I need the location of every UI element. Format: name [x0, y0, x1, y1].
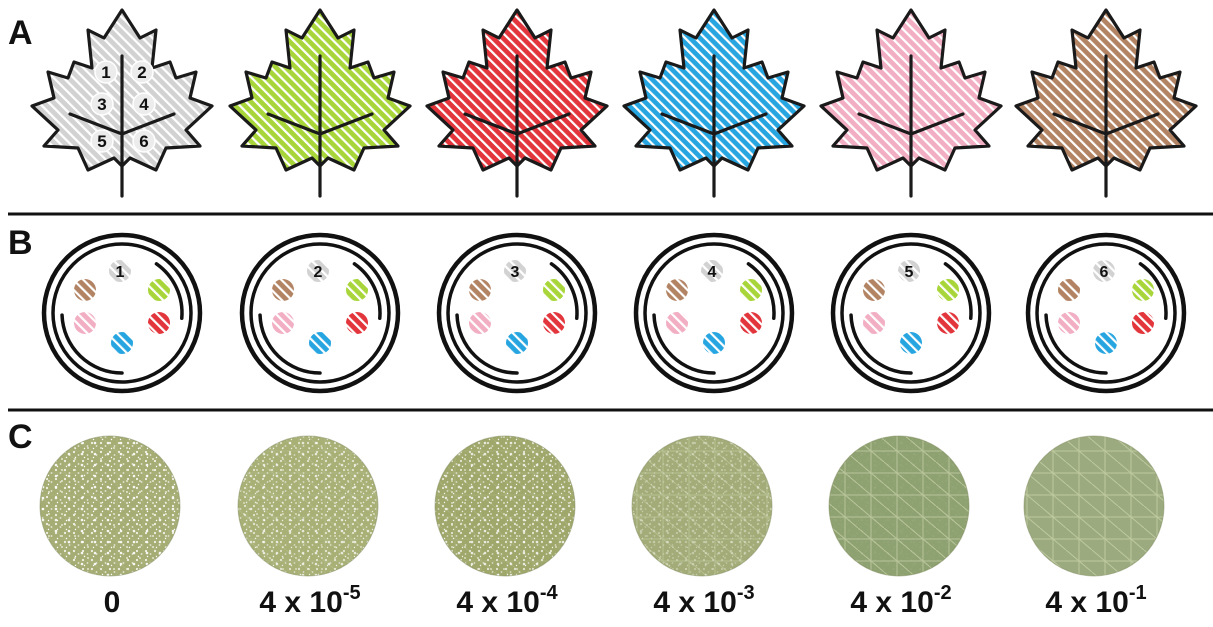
spore-coverage-dense: [829, 436, 969, 576]
leaf-disc-photo: [40, 436, 180, 576]
leaf-section-number: 1: [101, 63, 110, 82]
brown-leaf-disc: [666, 279, 688, 301]
leaf-disc-photo: [632, 436, 772, 576]
spore-coverage-dense: [435, 436, 575, 576]
green-leaf-disc: [543, 279, 565, 301]
leaf-disc-photo-row: [40, 436, 1164, 576]
concentration-exponent: -2: [934, 582, 952, 604]
red-leaf-disc: [740, 312, 762, 334]
concentration-exponent: -5: [343, 582, 361, 604]
pink-leaf-disc: [1058, 312, 1080, 334]
blue-leaf-disc: [703, 332, 725, 354]
red-leaf-disc: [1132, 312, 1154, 334]
leaf-disc-photo: [238, 436, 378, 576]
brown-leaf-disc: [469, 279, 491, 301]
leaf-section-number: 4: [139, 95, 149, 114]
green-leaf-disc: [346, 279, 368, 301]
dish-rim-outer: [44, 235, 200, 391]
dish-rim-outer: [833, 235, 989, 391]
leaf-disc-photo: [435, 436, 575, 576]
concentration-label: 4 x 10-5: [259, 582, 360, 619]
spore-coverage-dense: [238, 436, 378, 576]
concentration-row: 04 x 10-54 x 10-44 x 10-34 x 10-24 x 10-…: [104, 582, 1147, 619]
petri-dish: 6: [1028, 235, 1184, 391]
petri-dish: 2: [242, 235, 398, 391]
petri-dish: 5: [833, 235, 989, 391]
pink-leaf-disc: [863, 312, 885, 334]
pink-leaf-disc: [272, 312, 294, 334]
concentration-exponent: -4: [540, 582, 559, 604]
red-leaf-disc: [937, 312, 959, 334]
maple-leaf-blue: [624, 10, 804, 196]
petri-dish: 1: [44, 235, 200, 391]
blue-leaf-disc: [111, 332, 133, 354]
leaf-row: 1 2 3 4 5 6: [32, 10, 1196, 196]
concentration-label: 0: [104, 586, 121, 619]
petri-dish-row: 1 2 3 4 5 6: [44, 235, 1184, 391]
concentration-base: 4 x 10: [259, 586, 342, 619]
maple-leaf-pink: [821, 10, 1001, 196]
concentration-base: 4 x 10: [850, 586, 933, 619]
dish-number: 5: [905, 264, 914, 281]
concentration-label: 4 x 10-1: [1045, 582, 1146, 619]
spore-coverage-dense: [632, 436, 772, 576]
concentration-base: 4 x 10: [1045, 586, 1128, 619]
leaf-section-number: 2: [137, 63, 146, 82]
concentration-label: 4 x 10-2: [850, 582, 951, 619]
spore-coverage-dense: [40, 436, 180, 576]
blue-leaf-disc: [506, 332, 528, 354]
concentration-base: 0: [104, 586, 121, 619]
maple-leaf-green: [230, 10, 410, 196]
brown-leaf-disc: [272, 279, 294, 301]
concentration-exponent: -1: [1129, 582, 1147, 604]
petri-dish: 4: [636, 235, 792, 391]
leaf-disc-photo: [829, 436, 969, 576]
pink-leaf-disc: [666, 312, 688, 334]
concentration-exponent: -3: [737, 582, 755, 604]
green-leaf-disc: [740, 279, 762, 301]
red-leaf-disc: [543, 312, 565, 334]
concentration-label: 4 x 10-3: [653, 582, 754, 619]
dish-rim-outer: [439, 235, 595, 391]
dish-rim-outer: [636, 235, 792, 391]
blue-leaf-disc: [309, 332, 331, 354]
dish-number: 4: [708, 264, 717, 281]
panel-label-b: B: [8, 224, 33, 262]
panel-label-a: A: [8, 14, 33, 52]
red-leaf-disc: [148, 312, 170, 334]
panel-label-c: C: [8, 418, 33, 456]
maple-leaf-red: [427, 10, 607, 196]
dish-rim-outer: [242, 235, 398, 391]
green-leaf-disc: [1132, 279, 1154, 301]
green-leaf-disc: [937, 279, 959, 301]
brown-leaf-disc: [74, 279, 96, 301]
petri-dish: 3: [439, 235, 595, 391]
red-leaf-disc: [346, 312, 368, 334]
leaf-disc-veins: [1024, 436, 1164, 576]
dish-number: 2: [314, 264, 323, 281]
maple-leaf-gray: 1 2 3 4 5 6: [32, 10, 212, 196]
blue-leaf-disc: [1095, 332, 1117, 354]
leaf-disc-photo: [1024, 436, 1164, 576]
dish-rim-outer: [1028, 235, 1184, 391]
green-leaf-disc: [148, 279, 170, 301]
dish-number: 6: [1100, 264, 1109, 281]
pink-leaf-disc: [469, 312, 491, 334]
brown-leaf-disc: [863, 279, 885, 301]
dish-number: 3: [511, 264, 520, 281]
blue-leaf-disc: [900, 332, 922, 354]
brown-leaf-disc: [1058, 279, 1080, 301]
pink-leaf-disc: [74, 312, 96, 334]
leaf-section-number: 5: [97, 132, 106, 151]
concentration-label: 4 x 10-4: [456, 582, 558, 619]
dish-number: 1: [116, 264, 125, 281]
leaf-section-number: 6: [139, 132, 148, 151]
maple-leaf-brown: [1016, 10, 1196, 196]
concentration-base: 4 x 10: [653, 586, 736, 619]
concentration-base: 4 x 10: [456, 586, 539, 619]
leaf-section-number: 3: [97, 95, 106, 114]
